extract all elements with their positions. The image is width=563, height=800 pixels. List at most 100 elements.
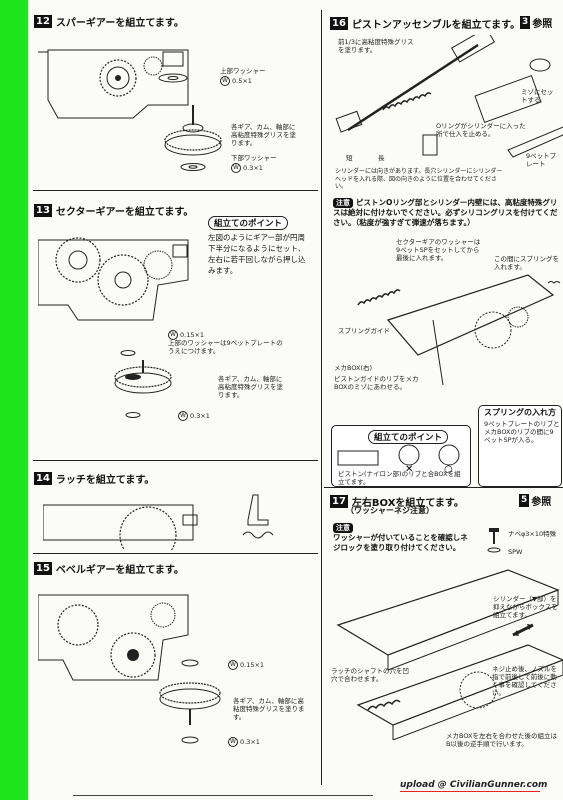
s13-w015-label: W 0.15×1 xyxy=(168,330,204,340)
s16-warning: 注意ピストンOリング部とシリンダー内壁には、高粘度特殊グリスは絶対に付けないでく… xyxy=(333,198,561,228)
s16-spring-box xyxy=(478,405,562,487)
section-13-heading: 13 セクターギアーを組立てます。 xyxy=(34,203,193,218)
s16-9pet-label: 9ペットプレート xyxy=(526,152,557,168)
s16-cylinder-in-label: Oリングがシリンダーに入った所で仕入を止める。 xyxy=(436,122,526,138)
divider-13-14 xyxy=(33,460,318,461)
w05-value: 0.5×1 xyxy=(232,77,252,85)
w03-value: 0.3×1 xyxy=(243,164,263,172)
s16-point-title: 組立てのポイント xyxy=(368,430,449,444)
section-16-ref-label: 参照 xyxy=(532,19,553,30)
section-17-ref-label: 参照 xyxy=(531,497,552,508)
screw-icon xyxy=(487,528,501,553)
section-16-ref-number: 3 xyxy=(520,16,531,29)
column-divider xyxy=(321,10,322,785)
section-17-ref-number: 5 xyxy=(519,494,530,507)
section-13-number: 13 xyxy=(34,204,52,217)
spur-gear-drawing xyxy=(164,105,222,171)
section-16-heading: 16 ピストンアッセンブルを組立てます。 xyxy=(330,16,520,31)
s16-spring-guide-label: スプリングガイド xyxy=(338,327,390,335)
s16-grease-label: 前1/3に高粘度特殊グリスを塗ります。 xyxy=(338,38,414,54)
s13-point-text: 左図のようにギアー部が円周下半分になるようにセット、左右に若干回しながら押し込み… xyxy=(208,233,306,275)
s17-screw-label: ナベφ3×10特殊 xyxy=(508,530,557,538)
s15-grease-label: 各ギア、カム、軸部に高粘度特殊グリスを塗ります。 xyxy=(233,697,305,721)
section-17-ref: 5 参照 xyxy=(519,493,551,508)
s15-w03-value: 0.3×1 xyxy=(240,738,260,746)
s17-screw-check-label: ネジ止め後、ノズルを指で前後して前後に動く事を確認してください。 xyxy=(492,665,557,697)
s13-w015-value: 0.15×1 xyxy=(180,331,205,339)
s16-spring-text: 9ペットプレートのリブとメカBOXのリブの間に9ペットSPが入る。 xyxy=(484,420,560,444)
section-13-title: セクターギアーを組立てます。 xyxy=(55,207,194,218)
s13-point-title: 組立てのポイント xyxy=(208,216,289,230)
bevel-gear-box-drawing xyxy=(38,594,189,681)
s16-mizo-label: ミゾにセットする xyxy=(521,88,554,104)
watermark-underline xyxy=(400,791,540,792)
sector-gear-box-drawing xyxy=(38,237,189,321)
s17-latch-shaft-label: ラッチのシャフトの穴を凹穴で合わせます。 xyxy=(331,667,409,683)
mech-box-right-drawing xyxy=(357,274,561,385)
s13-w03-value: 0.3×1 xyxy=(190,412,210,420)
divider-16-17 xyxy=(324,487,563,488)
divider-12-13 xyxy=(33,190,318,191)
upload-watermark: upload @ CivilianGunner.com xyxy=(400,780,548,790)
section-12-heading: 12 スパーギアーを組立てます。 xyxy=(34,14,184,29)
bevel-gear-drawing xyxy=(159,659,221,744)
s16-cylinder-note: シリンダーには向きがあります。長穴シリンダーにシリンダーヘッドを入れる際、図の向… xyxy=(335,168,503,190)
s12-grease-label: 各ギア、カム、軸部に高粘度特殊グリスを塗ります。 xyxy=(231,123,296,147)
s13-grease-label: 各ギア、カム、軸部に高粘度特殊グリスを塗ります。 xyxy=(218,375,283,399)
s15-w015-value: 0.15×1 xyxy=(240,661,265,669)
left-right-box-drawing xyxy=(336,569,563,740)
section-17-title: 左右BOXを組立てます。 xyxy=(351,498,464,509)
section-15-number: 15 xyxy=(34,562,52,575)
section-12-number: 12 xyxy=(34,15,52,28)
s16-point-text: ピストン(ナイロン部)のリブと合BOXを組立てます。 xyxy=(338,470,461,486)
w-circle-icon: W xyxy=(228,737,238,747)
page-bottom-rule xyxy=(73,795,373,796)
s17-spw-label: SPW xyxy=(508,548,523,556)
s13-washer-plate-label: 上部のワッシャーは9ベットプレートのうえにつけます。 xyxy=(168,339,283,355)
section-12-title: スパーギアーを組立てます。 xyxy=(55,18,184,29)
s17-warning-text: ワッシャーが付いていることを確認しネジロックを塗り取り付けてください。 xyxy=(333,533,468,552)
s16-spring-title: スプリングの入れ方 xyxy=(484,408,556,417)
s17-warning-badge: 注意 xyxy=(333,523,353,533)
lower-washer-label: 下部ワッシャー xyxy=(231,154,277,162)
s17-cylinder-push-label: シリンダー（▼部）を抑えながらボックスを組立てます。 xyxy=(493,595,558,619)
w03-label: W 0.3×1 xyxy=(231,163,263,173)
s17-mech-box-label: メカBOXを左右を合わせた後の組立はB以後の逆手順で行います。 xyxy=(446,732,557,748)
sector-gear-drawing xyxy=(114,350,172,418)
piston-assembly-drawing xyxy=(335,35,563,158)
s17-warning: 注意ワッシャーが付いていることを確認しネジロックを塗り取り付けてください。 xyxy=(333,523,473,553)
s16-long-label: 長 xyxy=(378,154,385,162)
section-17-heading: 17 左右BOXを組立てます。 xyxy=(330,494,464,509)
s16-warning-badge: 注意 xyxy=(333,198,353,208)
upper-washer-label: 上部ワッシャー xyxy=(220,67,266,75)
w-circle-icon: W xyxy=(178,411,188,421)
manual-page: 12 スパーギアーを組立てます。 上部ワッシャー W 0.5×1 各ギア、カム、… xyxy=(28,0,563,800)
w05-label: W 0.5×1 xyxy=(220,76,252,86)
s16-sector-washer-label: セクターギアのワッシャーは9ペットSPをセットしてから最後に入れます。 xyxy=(396,238,481,262)
upper-washer-drawing xyxy=(158,73,188,83)
s16-short-label: 短 xyxy=(346,154,353,162)
s15-w03-label: W 0.3×1 xyxy=(228,737,260,747)
section-16-title: ピストンアッセンブルを組立てます。 xyxy=(351,20,521,31)
s16-guide-rib-label: ピストンガイドのリブをメカBOXのミゾにあわせる。 xyxy=(334,375,419,391)
section-17-number: 17 xyxy=(330,495,348,508)
latch-drawing xyxy=(43,494,274,550)
w-circle-icon: W xyxy=(220,76,230,86)
s13-w03-label: W 0.3×1 xyxy=(178,411,210,421)
section-16-number: 16 xyxy=(330,17,348,30)
svg-text:○: ○ xyxy=(444,464,453,473)
section-14-title: ラッチを組立てます。 xyxy=(55,475,155,486)
left-green-bar xyxy=(0,0,28,800)
svg-text:✕: ✕ xyxy=(405,464,413,473)
s15-w015-label: W 0.15×1 xyxy=(228,660,264,670)
spur-gear-box-drawing xyxy=(38,49,189,119)
divider-14-15 xyxy=(33,553,318,554)
w-circle-icon: W xyxy=(228,660,238,670)
s16-warning-text: ピストンOリング部とシリンダー内壁には、高粘度特殊グリスは絶対に付けないでくださ… xyxy=(333,198,558,227)
piston-rib-check-drawing: ✕ ○ xyxy=(337,444,460,473)
s16-mech-box-label: メカBOX(右) xyxy=(334,364,373,372)
w-circle-icon: W xyxy=(168,330,178,340)
section-16-ref: 3 参照 xyxy=(520,15,552,30)
section-17-subtitle: （ワッシャーネジ注意） xyxy=(346,506,434,515)
section-15-title: ベベルギアーを組立てます。 xyxy=(55,565,184,576)
